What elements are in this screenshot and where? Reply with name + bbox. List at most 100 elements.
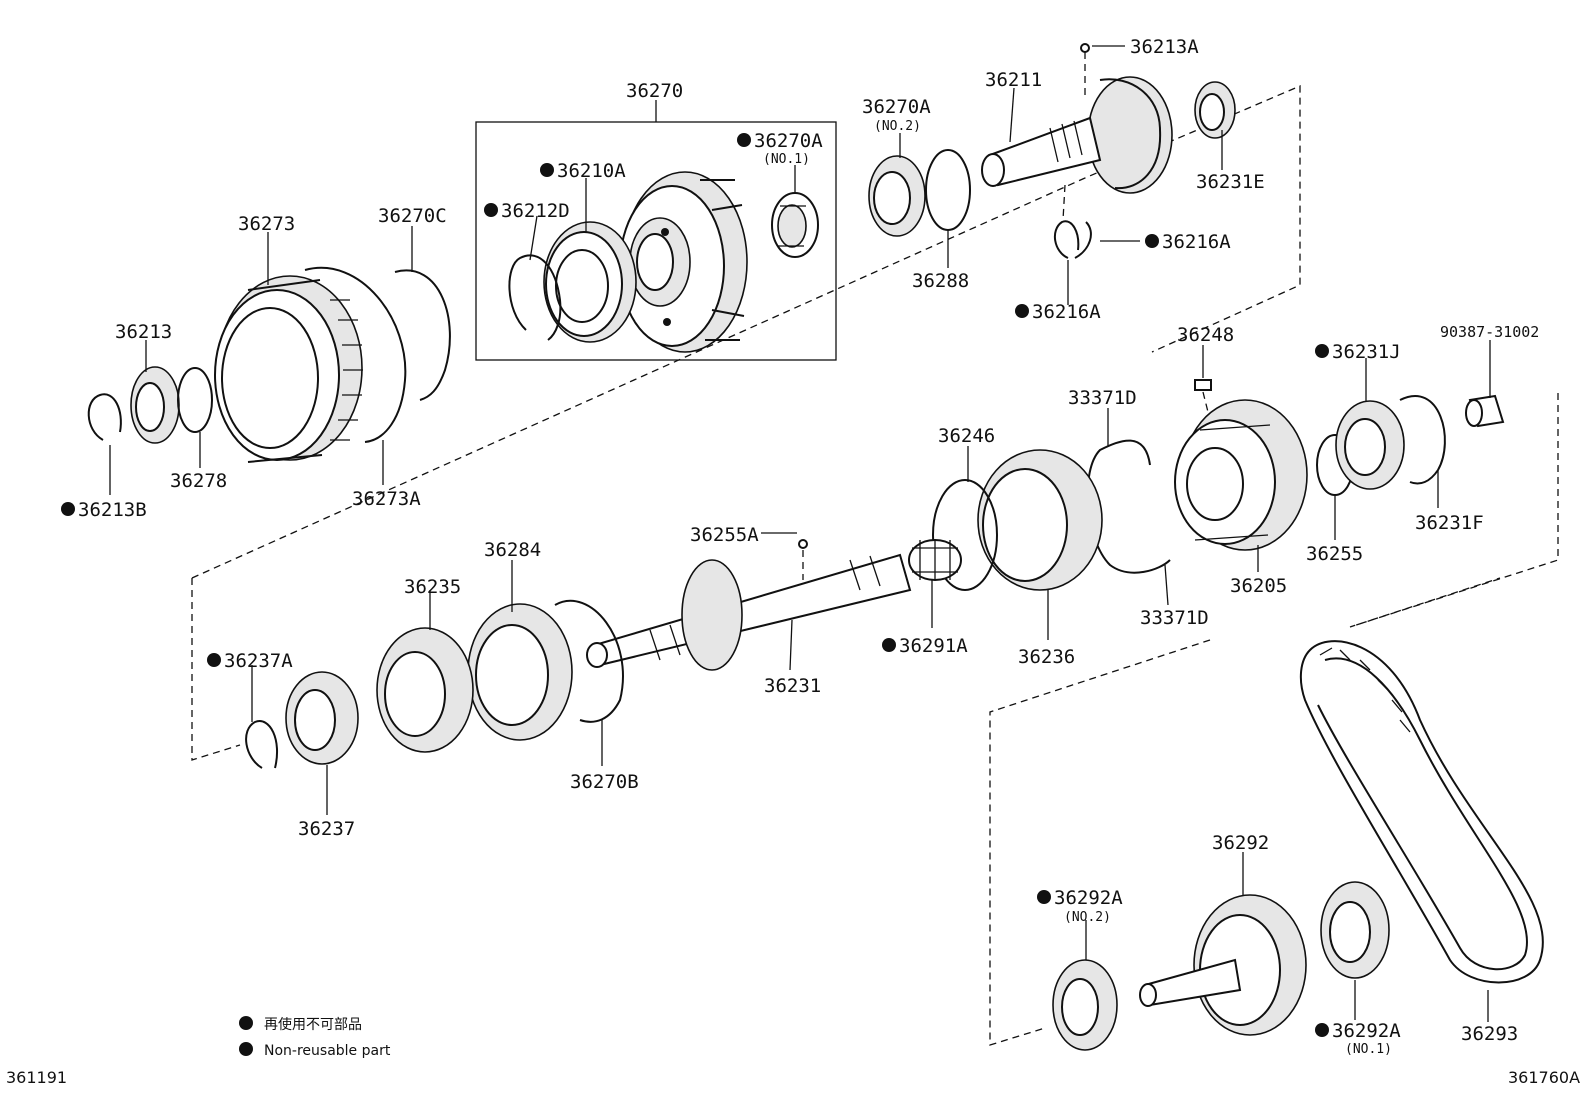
ball-bearing-36210A xyxy=(543,221,637,343)
label-36213: 36213 xyxy=(115,321,172,343)
label-36270C: 36270C xyxy=(378,205,447,227)
bearing-36292A-no1 xyxy=(1320,881,1390,979)
driven-sprocket-36292 xyxy=(1139,894,1307,1036)
snap-ring-36212D xyxy=(508,254,562,341)
snap-ring-36213B xyxy=(87,393,122,441)
label-36216A-b: 36216A xyxy=(1032,301,1101,323)
label-36284: 36284 xyxy=(484,539,541,561)
non-reusable-dot xyxy=(1015,304,1029,318)
legend-text-en: Non-reusable part xyxy=(264,1043,391,1059)
ball-36255A xyxy=(798,539,808,549)
bearing-36231J xyxy=(1335,400,1405,490)
planetary-carrier xyxy=(619,171,748,353)
non-reusable-dot xyxy=(61,502,75,516)
label-36270A-no2-sub: (NO.2) xyxy=(874,119,921,134)
collar-36213 xyxy=(130,366,180,444)
bushing-90387 xyxy=(1465,394,1505,428)
label-90387-31002: 90387-31002 xyxy=(1440,323,1539,341)
snap-ring-36231F xyxy=(1399,395,1446,485)
non-reusable-dot xyxy=(1145,234,1159,248)
label-36205: 36205 xyxy=(1230,575,1287,597)
label-36213A: 36213A xyxy=(1130,36,1199,58)
label-36210A: 36210A xyxy=(557,160,626,182)
non-reusable-dot xyxy=(737,133,751,147)
label-33371D-top: 33371D xyxy=(1068,387,1137,409)
sun-gear-shaft-36211 xyxy=(981,76,1173,194)
label-36270: 36270 xyxy=(626,80,683,102)
bearing-36237 xyxy=(285,671,359,765)
main-shaft-boundary-left xyxy=(191,578,241,761)
figure-code-right: 361760A xyxy=(1508,1068,1580,1087)
legend-dot-jp xyxy=(239,1016,253,1030)
bearing-36292A-no2 xyxy=(1052,959,1118,1051)
ring-36246 xyxy=(932,479,998,591)
ring-36278 xyxy=(177,367,213,433)
ring-36270C xyxy=(394,269,451,401)
bearing-36270A-no2 xyxy=(868,155,926,237)
main-shaft-boundary-right xyxy=(1349,393,1559,628)
non-reusable-dot xyxy=(207,653,221,667)
label-36216A-a: 36216A xyxy=(1162,231,1231,253)
label-36213B: 36213B xyxy=(78,499,147,521)
non-reusable-dot xyxy=(540,163,554,177)
label-36255: 36255 xyxy=(1306,543,1363,565)
label-36246: 36246 xyxy=(938,425,995,447)
ball-36213A xyxy=(1080,43,1090,53)
label-36292A-no1: 36292A xyxy=(1332,1020,1401,1042)
non-reusable-dot xyxy=(882,638,896,652)
non-reusable-dot xyxy=(1315,344,1329,358)
gear-36284 xyxy=(467,603,573,741)
label-33371D-bottom: 33371D xyxy=(1140,607,1209,629)
legend-dot-en xyxy=(239,1042,253,1056)
label-36293: 36293 xyxy=(1461,1023,1518,1045)
label-36237A: 36237A xyxy=(224,650,293,672)
label-36237: 36237 xyxy=(298,818,355,840)
output-assembly-boundary xyxy=(989,639,1211,1046)
snap-ring-36216A-2 xyxy=(1074,221,1092,259)
label-36270B: 36270B xyxy=(570,771,639,793)
label-36231J: 36231J xyxy=(1332,341,1401,363)
label-36211: 36211 xyxy=(985,69,1042,91)
figure-code-left: 361191 xyxy=(6,1068,67,1087)
label-36273: 36273 xyxy=(238,213,295,235)
snap-ring-36270B xyxy=(554,599,624,723)
needle-bearing-36291A xyxy=(908,539,962,581)
leader-lines xyxy=(109,45,1491,1022)
label-36248: 36248 xyxy=(1177,324,1234,346)
label-36231E: 36231E xyxy=(1196,171,1265,193)
non-reusable-dot xyxy=(1037,890,1051,904)
label-36291A: 36291A xyxy=(899,635,968,657)
label-36292A-no2: 36292A xyxy=(1054,887,1123,909)
upper-assembly-boundary xyxy=(191,85,1301,579)
label-36292: 36292 xyxy=(1212,832,1269,854)
snap-ring-36273A xyxy=(304,267,407,443)
main-shaft-36231 xyxy=(586,553,912,671)
snap-ring-36216A-1 xyxy=(1053,220,1080,259)
ring-36288 xyxy=(925,149,971,231)
label-36236: 36236 xyxy=(1018,646,1075,668)
label-36278: 36278 xyxy=(170,470,227,492)
needle-bearing-36231E xyxy=(1194,81,1236,139)
label-36231F: 36231F xyxy=(1415,512,1484,534)
hub-sleeve-36236 xyxy=(977,449,1103,591)
label-36292A-no1-sub: (NO.1) xyxy=(1345,1042,1392,1057)
label-36235: 36235 xyxy=(404,576,461,598)
needle-bearing-no1 xyxy=(771,192,819,258)
label-36273A: 36273A xyxy=(352,488,421,510)
label-36288: 36288 xyxy=(912,270,969,292)
label-36255A: 36255A xyxy=(690,524,759,546)
label-36231: 36231 xyxy=(764,675,821,697)
label-36270A-no1: 36270A xyxy=(754,130,823,152)
ring-gear-36273 xyxy=(214,275,363,463)
key-36248 xyxy=(1194,379,1212,391)
gear-36235 xyxy=(376,627,474,753)
label-36270A-no1-sub: (NO.1) xyxy=(763,152,810,167)
non-reusable-dot xyxy=(484,203,498,217)
label-36270A-no2: 36270A xyxy=(862,96,931,118)
label-36292A-no2-sub: (NO.2) xyxy=(1064,910,1111,925)
drive-gear-36205 xyxy=(1174,399,1308,551)
legend-text-jp: 再使用不可部品 xyxy=(264,1016,362,1033)
non-reusable-dot xyxy=(1315,1023,1329,1037)
